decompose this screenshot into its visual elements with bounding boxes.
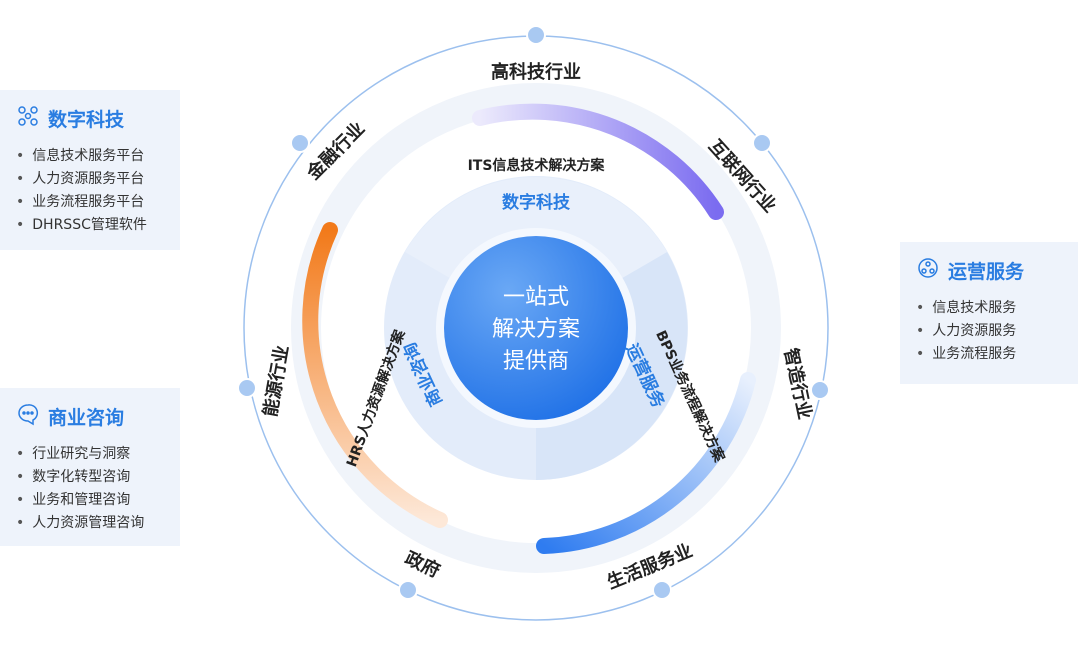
chat-bubble-icon [16, 402, 40, 431]
sector-label-digital: 数字科技 [502, 192, 571, 213]
ring-dot [237, 378, 257, 398]
card-operations: 运营服务 信息技术服务人力资源服务业务流程服务 [900, 242, 1078, 384]
card-title: 运营服务 [948, 261, 1025, 283]
ring-dot [526, 25, 546, 45]
ring-dot [398, 580, 418, 600]
ring-dot [810, 380, 830, 400]
industry-hightech: 高科技行业 [491, 61, 581, 83]
list-item: 行业研究与洞察 [16, 443, 164, 466]
card-title: 数字科技 [48, 109, 125, 131]
ring-dot [752, 133, 772, 153]
list-item: 信息技术服务 [916, 297, 1062, 320]
its-arc [472, 103, 724, 220]
list-item: 数字化转型咨询 [16, 466, 164, 489]
card-digital-tech: 数字科技 信息技术服务平台人力资源服务平台业务流程服务平台DHRSSC管理软件 [0, 90, 180, 250]
list-item: 人力资源服务平台 [16, 168, 164, 191]
list-item: 业务流程服务 [916, 343, 1062, 366]
bps-arc [536, 372, 756, 554]
center-line2: 解决方案 [492, 317, 580, 342]
hrs-arc [302, 222, 448, 528]
card-consulting: 商业咨询 行业研究与洞察数字化转型咨询业务和管理咨询人力资源管理咨询 [0, 388, 180, 546]
ring-dot [290, 133, 310, 153]
network-icon [16, 104, 40, 133]
solution-label-its: ITS信息技术解决方案 [468, 157, 606, 174]
team-icon [916, 256, 940, 285]
center-circle [444, 236, 628, 420]
list-item: DHRSSC管理软件 [16, 214, 164, 237]
ring-dot [652, 580, 672, 600]
list-item: 业务流程服务平台 [16, 191, 164, 214]
center-line3: 提供商 [503, 349, 569, 374]
list-item: 信息技术服务平台 [16, 145, 164, 168]
list-item: 人力资源服务 [916, 320, 1062, 343]
center-line1: 一站式 [503, 285, 569, 310]
card-title: 商业咨询 [48, 407, 125, 429]
list-item: 业务和管理咨询 [16, 489, 164, 512]
list-item: 人力资源管理咨询 [16, 512, 164, 535]
